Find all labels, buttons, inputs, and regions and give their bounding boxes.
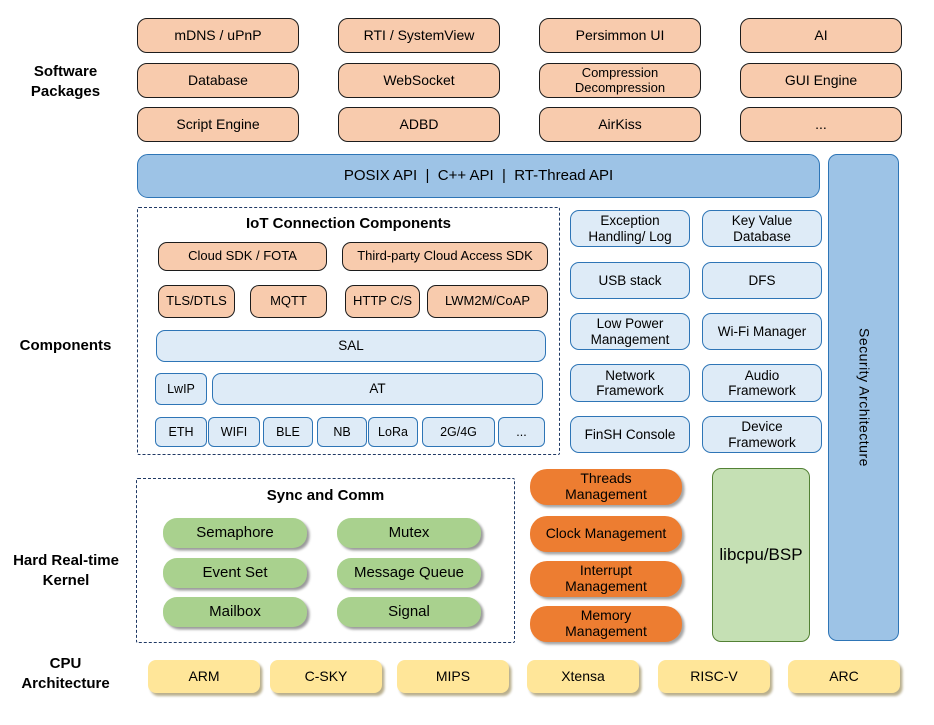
cpu-xtensa: Xtensa (527, 660, 639, 693)
api-bar: POSIX API | C++ API | RT-Thread API (137, 154, 820, 198)
iot-link-ble: BLE (263, 417, 313, 447)
label-cpu-architecture: CPU Architecture (21, 655, 110, 692)
iot-tls-dtls: TLS/DTLS (158, 285, 235, 318)
svc-dfs: DFS (702, 262, 822, 299)
sync-message-queue: Message Queue (337, 558, 481, 588)
iot-link-wifi: WIFI (208, 417, 260, 447)
svc-wifi-manager: Wi-Fi Manager (702, 313, 822, 350)
pkg-script-engine: Script Engine (137, 107, 299, 142)
pkg-rti-systemview: RTI / SystemView (338, 18, 500, 53)
cpu-c-sky: C-SKY (270, 660, 382, 693)
pkg-gui-engine: GUI Engine (740, 63, 902, 98)
label-kernel: Hard Real-time Kernel (13, 552, 119, 589)
pkg-websocket: WebSocket (338, 63, 500, 98)
sync-semaphore: Semaphore (163, 518, 307, 548)
pkg-airkiss: AirKiss (539, 107, 701, 142)
kernel-clock-management: Clock Management (530, 516, 682, 552)
iot-cloud-sdk-fota: Cloud SDK / FOTA (158, 242, 327, 271)
iot-connection-components-box (137, 207, 560, 455)
pkg-database: Database (137, 63, 299, 98)
label-components: Components (19, 337, 112, 354)
iot-lwip: LwIP (155, 373, 207, 405)
iot-link-lora: LoRa (368, 417, 418, 447)
pkg-adbd: ADBD (338, 107, 500, 142)
cpu-mips: MIPS (397, 660, 509, 693)
kernel-libcpu-bsp: libcpu/BSP (712, 468, 810, 642)
iot-http-cs: HTTP C/S (345, 285, 420, 318)
svc-exception-handling-log: Exception Handling/ Log (570, 210, 690, 247)
iot-sal-bar: SAL (156, 330, 546, 362)
pkg-more: ... (740, 107, 902, 142)
iot-at-bar: AT (212, 373, 543, 405)
svc-usb-stack: USB stack (570, 262, 690, 299)
iot-link-nb: NB (317, 417, 367, 447)
pkg-compression: Compression Decompression (539, 63, 701, 98)
svc-network-framework: Network Framework (570, 364, 690, 402)
svc-key-value-database: Key Value Database (702, 210, 822, 247)
sync-mutex: Mutex (337, 518, 481, 548)
iot-mqtt: MQTT (250, 285, 327, 318)
kernel-memory-management: Memory Management (530, 606, 682, 642)
iot-link-eth: ETH (155, 417, 207, 447)
cpu-arm: ARM (148, 660, 260, 693)
iot-third-party-sdk: Third-party Cloud Access SDK (342, 242, 548, 271)
sync-event-set: Event Set (163, 558, 307, 588)
svc-finsh-console: FinSH Console (570, 416, 690, 453)
label-software-packages: Software Packages (30, 63, 101, 100)
iot-link-more: ... (498, 417, 545, 447)
svc-audio-framework: Audio Framework (702, 364, 822, 402)
pkg-mdns-upnp: mDNS / uPnP (137, 18, 299, 53)
svc-device-framework: Device Framework (702, 416, 822, 453)
kernel-threads-management: Threads Management (530, 469, 682, 505)
security-architecture-bar: Security Architecture (828, 154, 899, 641)
sync-mailbox: Mailbox (163, 597, 307, 627)
cpu-risc-v: RISC-V (658, 660, 770, 693)
sync-signal: Signal (337, 597, 481, 627)
pkg-ai: AI (740, 18, 902, 53)
iot-connection-components-title: IoT Connection Components (246, 215, 451, 232)
iot-link-2g4g: 2G/4G (422, 417, 495, 447)
iot-lwm2m-coap: LWM2M/CoAP (427, 285, 548, 318)
cpu-arc: ARC (788, 660, 900, 693)
svc-low-power-management: Low Power Management (570, 313, 690, 350)
kernel-interrupt-management: Interrupt Management (530, 561, 682, 597)
sync-and-comm-title: Sync and Comm (266, 487, 385, 504)
sync-and-comm-box (136, 478, 515, 643)
pkg-persimmon-ui: Persimmon UI (539, 18, 701, 53)
